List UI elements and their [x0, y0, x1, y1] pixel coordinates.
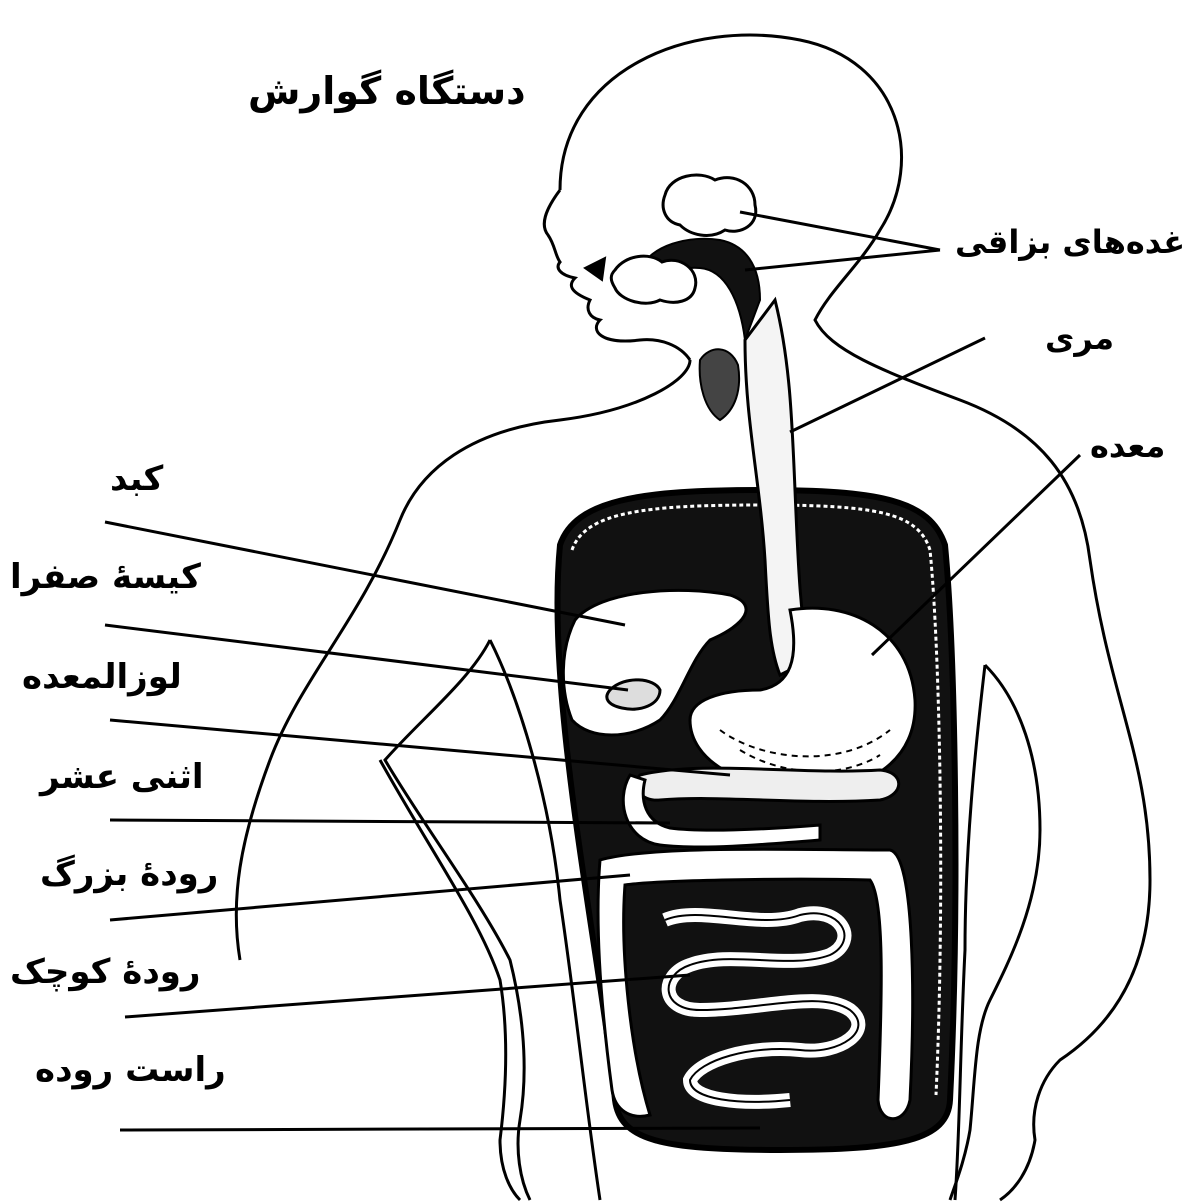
leader-rectum — [120, 1128, 760, 1130]
label-duodenum: اثنی عشر — [40, 760, 204, 794]
label-esophagus: مری — [1045, 322, 1114, 354]
label-stomach: معده — [1090, 430, 1165, 462]
leader-salivary-lower — [745, 250, 940, 270]
leader-gallbladder — [105, 625, 628, 690]
label-liver: کبد — [110, 462, 163, 496]
left-arm-outer — [380, 760, 520, 1200]
salivary-gland-lower — [611, 256, 696, 303]
right-arm-inner — [950, 665, 1040, 1200]
leader-esophagus — [790, 338, 985, 432]
label-gallbladder: کیسهٔ صفرا — [10, 560, 201, 594]
label-large-intestine: رودهٔ بزرگ — [40, 857, 218, 891]
label-small-intestine: رودهٔ کوچک — [10, 955, 200, 989]
salivary-gland-upper — [663, 175, 756, 235]
diagram-title: دستگاه گوارش — [248, 72, 526, 110]
label-rectum: راست روده — [35, 1053, 226, 1087]
leader-salivary-upper — [740, 212, 940, 250]
left-arm-inner — [385, 640, 530, 1200]
trachea — [700, 349, 739, 420]
pancreas — [636, 768, 899, 801]
label-salivary-glands: غده‌های بزاقی — [955, 226, 1185, 258]
gallbladder — [607, 680, 660, 709]
tongue-tip — [585, 258, 605, 280]
label-pancreas: لوزالمعده — [22, 660, 182, 694]
